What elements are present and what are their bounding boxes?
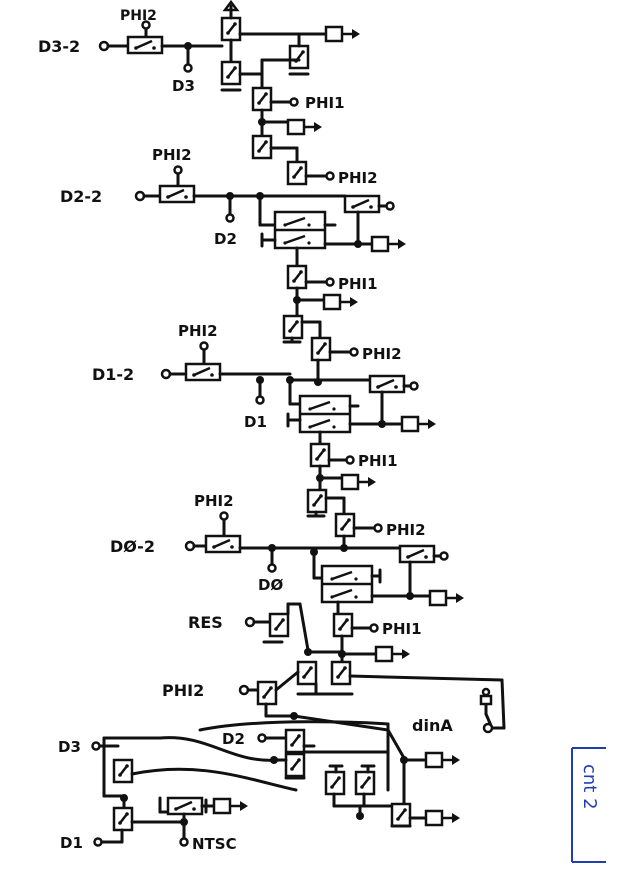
input-label-d0-2: DØ-2 (110, 537, 155, 556)
switch-stage3-a (220, 16, 242, 42)
clock-label-phi2-stage1: PHI2 (178, 322, 218, 340)
switch-stage0-b (332, 612, 354, 638)
output-arrow-stage1-a (400, 415, 438, 433)
reset-label: RES (188, 613, 223, 632)
sheet-tag: cnt 2 (571, 747, 606, 863)
input-switch-stage0 (204, 534, 242, 554)
double-switch-stage1 (298, 394, 352, 434)
clock-label-phi2-stage0: PHI2 (194, 492, 234, 510)
stage-d0: PHI2 DØ-2 PHI2 DØ PHI1 (110, 492, 466, 664)
stage-d2: PHI2 D2-2 PHI2 D2 PHI1 (60, 146, 408, 344)
switch-stage3-e (251, 134, 273, 160)
clock-label-phi2-stage1-c: PHI2 (362, 345, 402, 363)
clock-label-phi2-bottom: PHI2 (162, 681, 204, 700)
clock-label-phi1-stage2: PHI1 (338, 275, 378, 293)
feedback-switch-stage1 (368, 374, 406, 394)
pin-label-d0: DØ (258, 576, 283, 594)
tail-switch-a (296, 660, 318, 686)
switch-stage2-top (286, 160, 308, 186)
bottom-stack-switch-b (284, 752, 306, 778)
input-switch-stage1 (184, 362, 222, 382)
clock-label-phi1-stage3: PHI1 (305, 94, 345, 112)
bottom-input-switch (256, 680, 278, 706)
switch-stage3-c (288, 44, 310, 70)
switch-stage1-top (310, 336, 332, 362)
sheet-title: cnt 2 (579, 764, 600, 810)
pin-label-d2: D2 (214, 230, 237, 248)
input-switch-stage3 (126, 35, 164, 55)
tail-switch-b (330, 660, 352, 686)
output-arrow-stage0-b (374, 645, 412, 663)
feedback-switch-stage0 (398, 544, 436, 564)
switch-stage3-b (220, 60, 242, 86)
bottom-d2-label: D2 (222, 730, 245, 748)
output-arrow-stage1-b (340, 473, 378, 491)
clock-label-phi2-stage3: PHI2 (120, 8, 157, 24)
clock-label-phi2-stage2-c: PHI2 (338, 169, 378, 187)
clock-label-phi2-stage2: PHI2 (152, 146, 192, 164)
output-arrow-stage0-a (428, 589, 466, 607)
pin-label-d3: D3 (172, 77, 195, 95)
ntsc-switch (166, 796, 204, 816)
switch-stage0-top (334, 512, 356, 538)
output-arrow-ntsc (212, 797, 250, 815)
input-label-d2-2: D2-2 (60, 187, 102, 206)
ntsc-label: NTSC (192, 835, 237, 853)
reset-section: RES dinA PHI2 D2 (162, 602, 506, 828)
lower-switch-a (112, 758, 134, 784)
switch-stage3-d (251, 86, 273, 112)
output-arrow-bottom-b (424, 809, 462, 827)
double-switch-stage0 (320, 564, 374, 604)
clock-label-phi2-stage0-c: PHI2 (386, 521, 426, 539)
bottom-output-switch (390, 802, 412, 828)
switch-stage1-c (306, 488, 328, 514)
feedback-switch-stage2 (343, 194, 381, 214)
dina-label: dinA (412, 716, 453, 735)
switch-stage2-b (286, 264, 308, 290)
output-arrow-stage2-b (322, 293, 360, 311)
output-arrow-stage2-a (370, 235, 408, 253)
bottom-stack-switch-a (284, 728, 306, 754)
bottom-switch-c (324, 770, 346, 796)
switch-stage2-c (282, 314, 304, 340)
output-arrow-stage3-a (324, 25, 362, 43)
stage-d3: D3-2 PHI2 D3 PHI1 (38, 0, 362, 164)
input-switch-stage2 (158, 184, 196, 204)
output-arrow-bottom-a (424, 751, 462, 769)
bottom-d3-label: D3 (58, 738, 81, 756)
switch-stage1-b (309, 442, 331, 468)
input-label-d1-2: D1-2 (92, 365, 134, 384)
pin-label-d1: D1 (244, 413, 267, 431)
bottom-switch-d (354, 770, 376, 796)
lower-left-inputs: D3 D1 NTSC (58, 720, 390, 853)
output-arrow-stage3-b (286, 118, 324, 136)
clock-label-phi1-stage0: PHI1 (382, 620, 422, 638)
clock-label-phi1-stage1: PHI1 (358, 452, 398, 470)
bottom-d1-label: D1 (60, 834, 83, 852)
double-switch-stage2 (273, 210, 327, 250)
reset-switch (268, 612, 290, 638)
stage-d1: PHI2 D1-2 PHI2 D1 PHI1 (92, 322, 438, 518)
lower-switch-b (112, 806, 134, 832)
input-label-d3-2: D3-2 (38, 37, 80, 56)
